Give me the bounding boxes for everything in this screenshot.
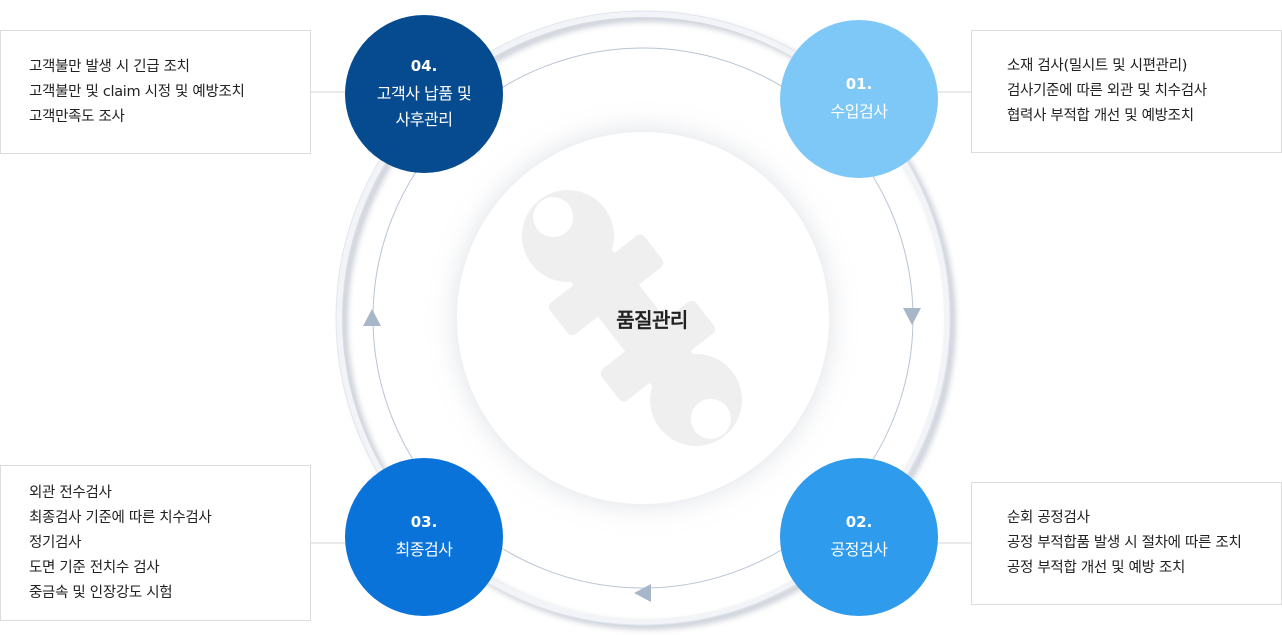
detail-line: 소재 검사(밀시트 및 시편관리) [1007,58,1188,74]
detail-line: 공정 부적합품 발생 시 절차에 따른 조치 [1007,535,1242,551]
detail-box-03: 외관 전수검사 최종검사 기준에 따른 치수검사 정기검사 도면 기준 전치수 … [0,465,311,621]
step-node-02: 02. 공정검사 [780,458,938,616]
connector-lines [310,91,972,544]
detail-line: 도면 기준 전치수 검사 [29,559,160,576]
detail-line: 순회 공정검사 [1007,510,1090,526]
detail-line: 공정 부적합 개선 및 예방 조치 [1007,560,1186,576]
step-title: 고객사 납품 및 [376,84,472,103]
detail-box-04: 고객불만 발생 시 긴급 조치 고객불만 및 claim 시정 및 예방조치 고… [0,30,311,154]
detail-line: 최종검사 기준에 따른 치수검사 [29,509,212,526]
step-number: 04. [410,57,438,75]
detail-line: 검사기준에 따른 외관 및 치수검사 [1007,83,1207,99]
step-title: 수입검사 [830,102,888,121]
arrow-left-icon [634,584,651,602]
step-title: 최종검사 [395,540,453,559]
arrow-down-icon [903,308,921,325]
detail-box-02: 순회 공정검사 공정 부적합품 발생 시 절차에 따른 조치 공정 부적합 개선… [971,482,1282,605]
step-number: 01. [845,75,873,93]
detail-line: 중금속 및 인장강도 시험 [29,584,173,601]
step-number: 03. [410,513,438,531]
arrow-up-icon [363,309,381,326]
gear-icon [521,190,743,446]
detail-line: 외관 전수검사 [29,484,112,501]
outer-ring [335,10,956,630]
detail-line: 정기검사 [29,534,82,551]
step-node-03: 03. 최종검사 [345,458,503,616]
step-node-04: 04. 고객사 납품 및 사후관리 [345,15,503,173]
step-number: 02. [845,513,873,531]
step-title: 사후관리 [395,110,453,129]
detail-line: 고객만족도 조사 [29,108,125,125]
detail-line: 고객불만 발생 시 긴급 조치 [29,58,190,75]
center-title: 품질관리 [616,308,688,332]
step-node-01: 01. 수입검사 [780,20,938,178]
detail-line: 고객불만 및 claim 시정 및 예방조치 [29,83,245,100]
detail-box-01: 소재 검사(밀시트 및 시편관리) 검사기준에 따른 외관 및 치수검사 협력사… [971,30,1282,153]
step-title: 공정검사 [830,540,888,559]
detail-line: 협력사 부적합 개선 및 예방조치 [1007,108,1194,124]
